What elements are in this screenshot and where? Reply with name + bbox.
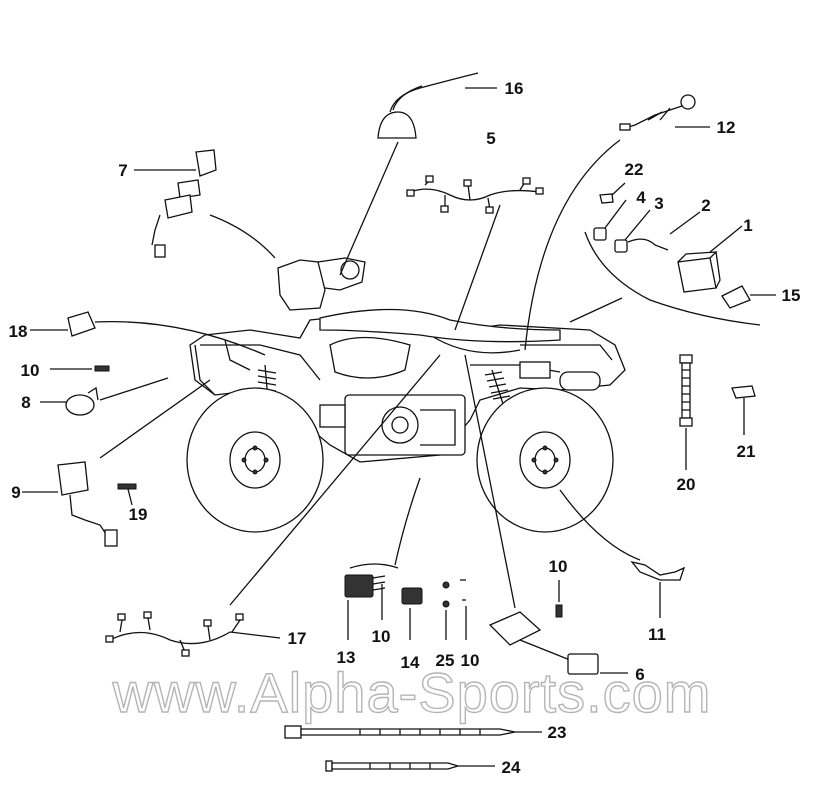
part-8-horn [40, 386, 99, 416]
callout-16: 16 [505, 79, 524, 98]
callout-21: 21 [737, 442, 756, 461]
callout-10d: 10 [549, 557, 568, 576]
callout-9: 9 [11, 483, 20, 502]
callout-8: 8 [21, 393, 30, 412]
part-7-ignition-switch [134, 149, 217, 258]
atv-illustration [186, 257, 626, 533]
callout-1: 1 [743, 216, 752, 235]
part-17-harness [105, 611, 281, 657]
part-12-harness [619, 94, 710, 131]
part-9-sensor [22, 461, 118, 547]
part-23-cable-tie [284, 725, 542, 739]
callout-14: 14 [401, 653, 420, 672]
callout-4: 4 [636, 188, 646, 207]
callout-19: 19 [129, 505, 148, 524]
part-2-cable [627, 211, 701, 251]
part-15-cover [721, 285, 776, 309]
part-18-cap [30, 311, 96, 337]
part-22-clip [599, 182, 626, 204]
part-19-bolt [117, 483, 137, 506]
part-16-cap [377, 72, 497, 139]
callout-20: 20 [677, 475, 696, 494]
front-wheel [186, 387, 324, 533]
callout-10c: 10 [461, 651, 480, 670]
part-5-harness [406, 175, 544, 214]
callout-6: 6 [635, 665, 644, 684]
callout-17: 17 [288, 629, 307, 648]
callout-12: 12 [717, 118, 736, 137]
rear-wheel [476, 387, 614, 533]
part-4-connector [593, 199, 627, 241]
callout-24: 24 [502, 758, 521, 777]
part-1-battery [677, 225, 743, 293]
part-24-cable-tie [325, 760, 495, 772]
callout-25: 25 [436, 651, 455, 670]
callout-10a: 10 [21, 361, 40, 380]
callout-2: 2 [701, 196, 710, 215]
part-11-sensor [630, 560, 686, 618]
callout-10b: 10 [372, 627, 391, 646]
part-10-bolt-left [50, 365, 110, 372]
part-14-relay [401, 587, 423, 640]
callout-5: 5 [486, 129, 495, 148]
part-10-bolt-right [555, 580, 563, 618]
callout-7: 7 [118, 161, 127, 180]
callout-18: 18 [9, 322, 28, 341]
part-21-pad [731, 385, 756, 435]
callout-numbers: 16 12 5 22 7 4 3 2 1 15 18 10 8 21 20 9 … [9, 79, 801, 777]
watermark-text: www.Alpha-Sports.com [112, 661, 712, 724]
leader-lines [94, 139, 761, 609]
part-20-cable [679, 354, 693, 470]
callout-22: 22 [625, 160, 644, 179]
callout-11: 11 [648, 625, 666, 644]
callout-15: 15 [782, 286, 801, 305]
part-13-regulator [344, 574, 386, 640]
callout-13: 13 [337, 648, 356, 667]
part-3-relay [614, 209, 651, 253]
part-25-10-screws [381, 579, 467, 640]
part-6-cdi [488, 611, 628, 675]
callout-23: 23 [548, 723, 567, 742]
callout-3: 3 [654, 194, 663, 213]
